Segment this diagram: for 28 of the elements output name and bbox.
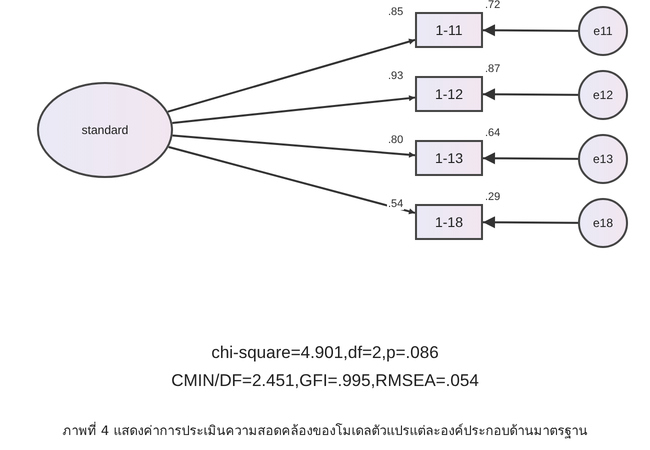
edge-label: .80 (387, 134, 404, 146)
error-circle: e11 (578, 6, 628, 56)
r-squared-value: .64 (484, 127, 502, 139)
fit-statistics-text: chi-square=4.901,df=2,p=.086 (210, 343, 440, 363)
edge-label: .54 (387, 198, 404, 210)
r-squared-value: .29 (484, 191, 502, 203)
figure-caption: ภาพที่ 4 แสดงค่าการประเมินความสอดคล้องของโมเดลตัวแปรแต่ละองค์ประกอบด้านมาตรฐาน (0, 420, 650, 441)
error-circle: e18 (578, 198, 628, 248)
edge-label: .85 (387, 6, 404, 18)
arrow (483, 152, 578, 164)
error-circle: e13 (578, 134, 628, 184)
arrow (172, 95, 416, 124)
variable-box: 1-18 (415, 204, 483, 240)
arrow (483, 24, 578, 36)
arrow (168, 146, 416, 214)
latent-variable-ellipse: standard (37, 82, 173, 178)
variable-box: 1-12 (415, 76, 483, 112)
error-circle: e12 (578, 70, 628, 120)
r-squared-value: .72 (484, 0, 502, 11)
arrow (483, 216, 578, 228)
arrow (168, 38, 416, 113)
r-squared-value: .87 (484, 63, 502, 75)
variable-box: 1-11 (415, 12, 483, 48)
edge-label: .93 (387, 70, 404, 82)
variable-box: 1-13 (415, 140, 483, 176)
fit-statistics-text: CMIN/DF=2.451,GFI=.995,RMSEA=.054 (170, 371, 480, 391)
arrow (483, 88, 578, 100)
arrow (172, 134, 416, 158)
